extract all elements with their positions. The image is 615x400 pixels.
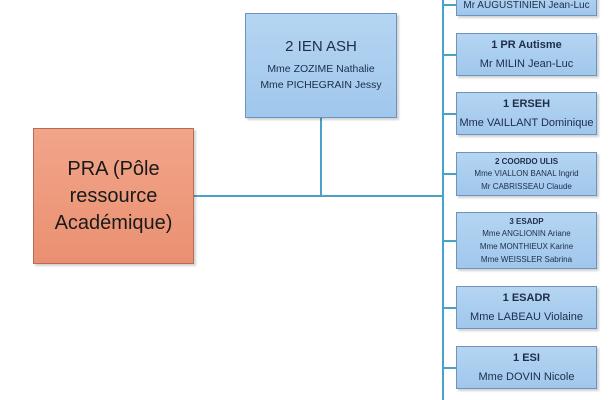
node-title: 1 ERSEH <box>502 97 551 110</box>
root-line-1: PRA (Pôle <box>67 157 160 180</box>
node-title: 3 ESADP <box>509 216 544 226</box>
node-unit-esi: 1 ESI Mme DOVIN Nicole <box>456 346 597 389</box>
node-member: Mme ZOZIME Nathalie <box>267 63 375 75</box>
root-node-pra: PRA (Pôle ressource Académique) <box>33 128 194 264</box>
node-unit-esadr: 1 ESADR Mme LABEAU Violaine <box>456 286 597 329</box>
node-unit-erseh: 1 ERSEH Mme VAILLANT Dominique <box>456 92 597 135</box>
node-member: Mme WEISSLER Sabrina <box>480 254 573 264</box>
node-member: Mme DOVIN Nicole <box>478 370 575 383</box>
node-unit-esadp: 3 ESADP Mme ANGLIONIN Ariane Mme MONTHIE… <box>456 212 597 269</box>
node-title: 2 IEN ASH <box>285 38 357 55</box>
node-title: 2 COORDO ULIS <box>494 156 559 166</box>
branch-unit-6 <box>442 367 458 369</box>
branch-unit-1 <box>442 54 458 56</box>
branch-unit-3 <box>442 173 458 175</box>
connector-root-to-trunk <box>193 195 443 197</box>
root-line-3: Académique) <box>54 211 173 234</box>
branch-unit-0 <box>442 4 458 6</box>
node-unit-0: Mr AUGUSTINIEN Jean-Luc <box>456 0 597 16</box>
branch-unit-2 <box>442 113 458 115</box>
node-member: Mr MILIN Jean-Luc <box>479 57 574 70</box>
node-member: Mme VAILLANT Dominique <box>459 116 594 129</box>
node-member: Mme VIALLON BANAL Ingrid <box>474 168 579 178</box>
branch-unit-4 <box>442 240 458 242</box>
node-member: Mme PICHEGRAIN Jessy <box>260 79 382 91</box>
node-member: Mr CABRISSEAU Claude <box>481 181 572 191</box>
trunk-vertical <box>442 0 444 400</box>
node-title: 1 ESADR <box>502 291 551 304</box>
connector-ien-to-main <box>320 118 322 196</box>
branch-unit-5 <box>442 307 458 309</box>
node-unit-coordo-ulis: 2 COORDO ULIS Mme VIALLON BANAL Ingrid M… <box>456 152 597 196</box>
node-member: Mme LABEAU Violaine <box>470 310 583 323</box>
node-member: Mme MONTHIEUX Karine <box>479 241 574 251</box>
node-ien-ash: 2 IEN ASH Mme ZOZIME Nathalie Mme PICHEG… <box>245 13 397 118</box>
node-title: 1 ESI <box>513 351 540 364</box>
node-unit-pr-autisme: 1 PR Autisme Mr MILIN Jean-Luc <box>456 33 597 76</box>
root-line-2: ressource <box>69 184 158 207</box>
node-title: 1 PR Autisme <box>491 38 562 51</box>
node-member: Mr AUGUSTINIEN Jean-Luc <box>463 0 590 11</box>
node-member: Mme ANGLIONIN Ariane <box>482 228 571 238</box>
